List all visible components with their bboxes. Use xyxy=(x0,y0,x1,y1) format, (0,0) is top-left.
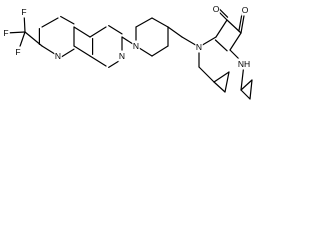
bond-sq-a xyxy=(214,39,228,52)
bond-sq-d xyxy=(215,19,228,38)
atom-label-n-naphthyridine-left: N xyxy=(55,51,61,61)
bond-co-left-2 xyxy=(218,7,229,18)
atom-label-f-mid: F xyxy=(3,28,8,38)
bond-r1-b xyxy=(41,17,59,28)
atom-label-f-top: F xyxy=(21,7,26,17)
bond-lines xyxy=(5,7,253,100)
atom-label-n-tertiary-backdrop xyxy=(195,41,203,53)
bond-r2-e xyxy=(108,25,123,35)
bond-cq-b xyxy=(249,79,253,100)
atom-label-n-naphthyridine-left-backdrop xyxy=(54,50,62,62)
atom-label-n-naphthyridine-right: N xyxy=(119,51,125,61)
atom-label-o-right-backdrop xyxy=(241,4,249,16)
bond-cp-a xyxy=(213,71,230,83)
atom-label-nh: NH xyxy=(238,59,250,69)
bond-r2-a xyxy=(73,45,91,57)
bond-pip-ch2 xyxy=(167,26,183,38)
bond-cp-b xyxy=(224,71,230,93)
bond-pip-e xyxy=(151,45,169,57)
bond-cq-c xyxy=(240,89,251,100)
bond-ch2b-cp xyxy=(198,66,215,83)
bond-r2-d xyxy=(89,26,107,38)
atom-label-n-piperidine: N xyxy=(133,41,139,51)
atom-label-n-tertiary: N xyxy=(196,42,202,52)
bond-r2-c xyxy=(73,26,91,38)
bond-pip-b xyxy=(135,17,153,28)
atom-label-n-piperidine-backdrop xyxy=(132,40,140,52)
bond-cq-a xyxy=(240,79,253,91)
bond-r2-h xyxy=(89,55,107,67)
atom-label-f-bot: F xyxy=(15,47,20,57)
atom-label-n-naphthyridine-right-backdrop xyxy=(118,50,126,62)
atom-label-f-top-backdrop xyxy=(20,6,28,18)
atom-label-f-bot-backdrop xyxy=(14,46,22,58)
atom-label-o-right: O xyxy=(242,5,249,15)
bond-sq-b xyxy=(229,32,242,51)
atom-label-o-left: O xyxy=(213,4,220,14)
bond-cp-c xyxy=(213,81,226,93)
atom-label-nh-backdrop xyxy=(237,58,251,70)
bond-r1-c xyxy=(60,15,75,25)
bond-r1-e xyxy=(60,48,75,59)
bond-pip-c xyxy=(151,17,169,28)
atom-label-o-left-backdrop xyxy=(212,3,220,15)
atom-label-f-mid-backdrop xyxy=(2,27,10,39)
